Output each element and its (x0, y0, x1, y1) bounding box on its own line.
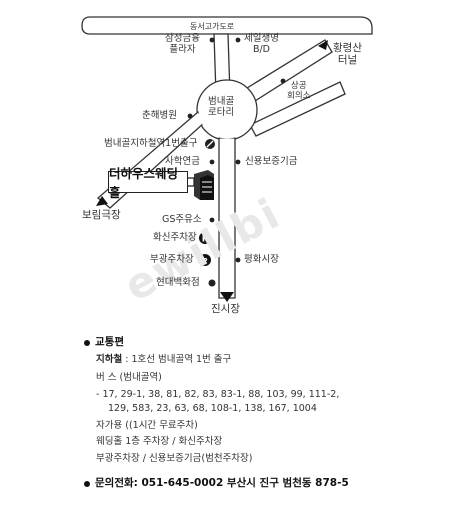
venue-label: 더하우스웨딩홀 (108, 166, 188, 200)
svg-text:P: P (202, 257, 207, 265)
label-borim: 보림극장 (82, 209, 121, 221)
building-icon (194, 170, 214, 200)
subway-text: 1호선 범내골역 1번 출구 (131, 354, 232, 365)
transport-info: 교통편 (84, 336, 124, 349)
label-jeil: 제일생명 B/D (244, 33, 279, 55)
label-chunhae: 춘해병원 (142, 110, 177, 121)
label-samsung: 삼성금융 플라자 (165, 33, 200, 55)
label-hwangryeong: 황령산 터널 (333, 42, 362, 67)
bullet-icon (84, 339, 90, 346)
label-hyundai: 현대백화점 (156, 277, 200, 288)
bullet-icon (84, 480, 90, 487)
arrow-southwest (96, 196, 108, 206)
label-jinsijang: 진시장 (211, 303, 240, 315)
label-sahak: 사학연금 (165, 156, 200, 167)
bus-routes-line-1: - 17, 29-1, 38, 81, 82, 83, 83-1, 88, 10… (96, 389, 340, 400)
label-bugwang: 부광주차장 (150, 254, 194, 265)
label-gs: GS주유소 (162, 214, 202, 225)
car-label: 자가용 ((1시간 무료주차) (96, 420, 198, 431)
contact-label: 문의전화 (95, 477, 134, 489)
bus-label: 버 스 (범내골역) (96, 372, 162, 383)
label-hwasin: 화신주차장 (153, 232, 197, 243)
contact-text: : 051-645-0002 부산시 진구 범천동 878-5 (133, 477, 349, 489)
car-line-1: 웨딩홀 1층 주차장 / 화신주차장 (96, 436, 223, 447)
department-store-icon (208, 279, 216, 287)
road-label-overpass: 동서고가도로 (190, 22, 235, 31)
label-pyeonghwa: 평화시장 (244, 254, 279, 265)
label-sinyong: 신용보증기금 (245, 156, 298, 167)
label-rotary: 범내골 로타리 (208, 96, 235, 118)
overpass-road (81, 16, 373, 35)
car-line-2: 부광주차장 / 신용보증기금(범천주차장) (96, 453, 253, 464)
arrow-south (220, 292, 234, 302)
bus-routes-line-2: 129, 583, 23, 63, 68, 108-1, 138, 167, 1… (108, 403, 317, 414)
road-network: P P (81, 16, 373, 302)
subway-icon (205, 139, 215, 149)
svg-text:P: P (202, 235, 209, 245)
label-subway-exit: 범내골지하철역1번출구 (104, 138, 198, 149)
section-title: 교통편 (95, 336, 124, 348)
label-sanggong: 상공 회의소 (287, 81, 311, 101)
arrow-northeast (318, 40, 328, 50)
subway-info: 지하철 : 1호선 범내골역 1번 출구 (96, 354, 232, 365)
contact-info: 문의전화: 051-645-0002 부산시 진구 범천동 878-5 (84, 477, 349, 490)
subway-label: 지하철 (96, 354, 123, 365)
road-east (249, 81, 346, 137)
parking-icon: P (199, 232, 211, 245)
bugwang-parking-icon: P (199, 254, 211, 266)
location-map: P P ewillbi 동서고가도로 삼성금융 플라자 제일생명 B/D 황령산… (81, 16, 373, 315)
